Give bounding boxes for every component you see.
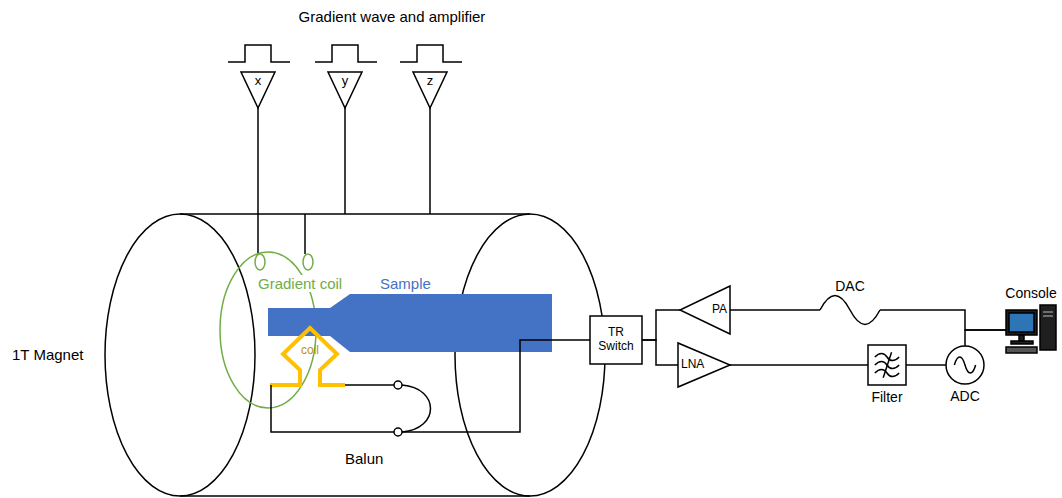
dac-symbol: DAC	[820, 298, 880, 322]
gradient-amplifier: z	[413, 72, 447, 108]
node-label: x	[255, 74, 262, 89]
balun-label: Balun	[345, 450, 383, 467]
text-holder: LNA	[678, 343, 730, 387]
balun-loop	[402, 385, 431, 432]
console-icon: Console	[1006, 305, 1056, 355]
magnet-outline	[180, 213, 530, 215]
gradient-pulse	[315, 45, 377, 62]
signal-wire	[642, 310, 680, 340]
power-amplifier: PA	[680, 286, 730, 334]
component-label: Filter	[871, 389, 902, 405]
magnet-bore-front	[105, 214, 255, 496]
component-label: Console	[1005, 285, 1056, 301]
wire-line	[730, 364, 868, 366]
signal-wire	[906, 365, 946, 366]
signal-wire	[880, 310, 1006, 330]
magnet-outline	[180, 495, 530, 497]
wire-line	[880, 310, 1006, 330]
gradient-coil-loop	[255, 254, 265, 270]
component-label: DAC	[835, 278, 865, 294]
gradient-amplifier: x	[241, 72, 275, 108]
magnet-label: 1T Magnet	[12, 346, 83, 363]
adc-symbol: ADC	[946, 346, 984, 384]
node-label: y	[342, 74, 349, 89]
diagram-heading: Gradient wave and amplifier	[299, 8, 486, 25]
signal-wire	[730, 365, 868, 366]
gradient-pulse	[228, 45, 290, 62]
gradient-coil-loop	[303, 254, 313, 270]
node-outline	[868, 345, 906, 385]
amplifier-wire	[429, 108, 431, 214]
signal-wire	[965, 330, 1006, 346]
tr-switch-box: TR Switch	[590, 316, 642, 364]
coil-label: coil	[301, 344, 319, 358]
rf-coil	[270, 328, 345, 385]
low-noise-amplifier: LNA	[678, 343, 730, 387]
wire-line	[965, 330, 1006, 346]
text-holder: z	[413, 72, 447, 108]
text-holder: TR Switch	[590, 316, 642, 364]
coil-feed	[345, 384, 394, 386]
wire-line	[642, 340, 678, 365]
gradient-pulse	[400, 45, 462, 62]
component-label: ADC	[950, 388, 980, 404]
node-outline	[1006, 305, 1056, 355]
signal-wire	[642, 340, 678, 365]
amplifier-wire	[344, 108, 346, 214]
wire-line	[642, 310, 680, 340]
text-holder: x	[241, 72, 275, 108]
magnet-bore-back	[455, 214, 605, 496]
gradient-feed	[304, 214, 306, 254]
gradient-amplifier: y	[328, 72, 362, 108]
wire-line	[730, 309, 820, 311]
gradient-feed	[257, 214, 259, 254]
sample-label: Sample	[380, 275, 431, 292]
amplifier-wire	[257, 108, 259, 214]
balun-terminal	[394, 381, 402, 389]
coax-cable	[402, 340, 590, 432]
text-holder: PA	[680, 286, 730, 334]
signal-wire	[730, 310, 820, 311]
wire-line	[906, 364, 946, 366]
node-outline	[820, 298, 880, 322]
gradient-coil-label: Gradient coil	[257, 275, 343, 292]
node-label: PA	[712, 303, 727, 317]
filter-symbol: Filter	[868, 345, 906, 385]
node-label: TR Switch	[593, 326, 639, 354]
node-label: z	[427, 74, 434, 89]
text-holder: y	[328, 72, 362, 108]
node-label: LNA	[681, 358, 704, 372]
node-outline	[946, 346, 984, 384]
coil-feed	[271, 385, 394, 432]
balun-terminal	[394, 428, 402, 436]
